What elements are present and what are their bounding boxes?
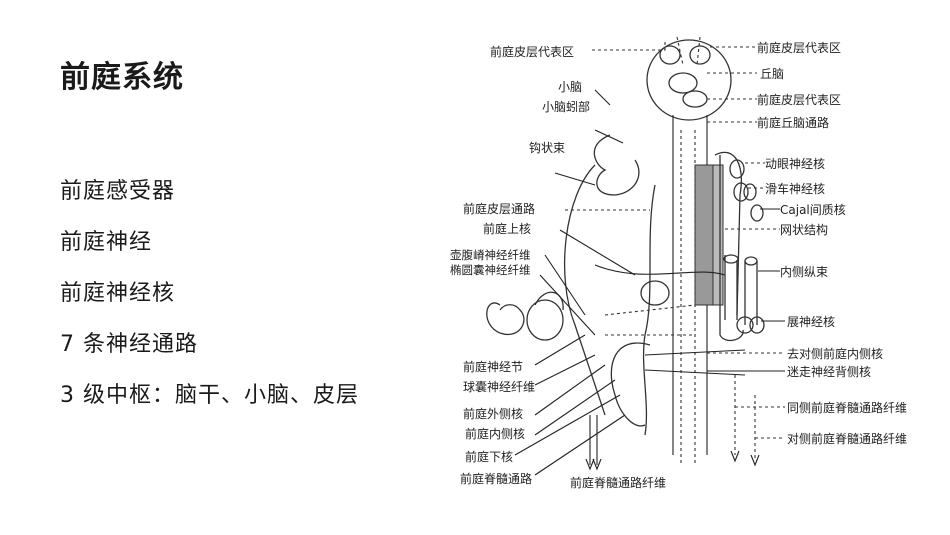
label-ampulla-fibers: 壶腹嵴神经纤维: [450, 248, 531, 262]
bullet-item: 7 条神经通路: [60, 325, 359, 376]
label-oculomotor: 动眼神经核: [765, 157, 825, 171]
label-spinal-fibers: 前庭脊髓通路纤维: [570, 475, 666, 490]
label-reticular: 网状结构: [780, 222, 828, 237]
label-inferior-nucleus: 前庭下核: [465, 449, 513, 464]
slide-title: 前庭系统: [60, 52, 184, 96]
label-cortex-right-mid: 前庭皮层代表区: [757, 92, 841, 107]
bullet-item: 前庭神经: [60, 223, 359, 274]
label-cortex-path: 前庭皮层通路: [463, 201, 535, 216]
label-uncinate: 钩状束: [529, 141, 565, 155]
label-spinal-tract: 前庭脊髓通路: [460, 471, 532, 486]
diagram-svg: 前庭皮层代表区 小脑 小脑蚓部 钩状束 前庭皮层通路 前庭上核 壶腹嵴神经纤维 …: [445, 35, 935, 495]
label-ganglion: 前庭神经节: [463, 359, 523, 374]
label-saccule-fibers: 椭圆囊神经纤维: [450, 263, 531, 277]
label-cortex-right-top: 前庭皮层代表区: [757, 40, 841, 55]
label-thalamic-path: 前庭丘脑通路: [757, 115, 829, 130]
bullet-item: 3 级中枢：脑干、小脑、皮层: [60, 376, 359, 427]
label-contra-medial: 去对侧前庭内侧核: [787, 346, 883, 361]
label-cajal: Cajal间质核: [780, 203, 846, 217]
bullet-item: 前庭感受器: [60, 172, 359, 223]
label-ipsi-spinal: 同侧前庭脊髓通路纤维: [787, 400, 907, 415]
label-thalamus: 丘脑: [760, 67, 784, 81]
label-cortex-left: 前庭皮层代表区: [490, 44, 574, 59]
label-mlf: 内侧纵束: [780, 265, 828, 279]
bullet-item: 前庭神经核: [60, 274, 359, 325]
label-abducens: 展神经核: [787, 315, 835, 329]
label-superior-nucleus: 前庭上核: [483, 221, 531, 236]
label-vagus-dorsal: 迷走神经背侧核: [787, 365, 871, 379]
vestibular-pathway-diagram: 前庭皮层代表区 小脑 小脑蚓部 钩状束 前庭皮层通路 前庭上核 壶腹嵴神经纤维 …: [445, 35, 935, 495]
label-cerebellum: 小脑: [558, 80, 582, 94]
label-contra-spinal: 对侧前庭脊髓通路纤维: [787, 431, 907, 446]
label-vermis: 小脑蚓部: [542, 99, 590, 114]
label-lateral-nucleus: 前庭外侧核: [463, 406, 523, 421]
label-medial-nucleus: 前庭内侧核: [465, 426, 525, 441]
label-saccule-nerve: 球囊神经纤维: [463, 379, 535, 394]
label-trochlear: 滑车神经核: [765, 181, 825, 196]
bullet-list: 前庭感受器 前庭神经 前庭神经核 7 条神经通路 3 级中枢：脑干、小脑、皮层: [60, 172, 359, 427]
